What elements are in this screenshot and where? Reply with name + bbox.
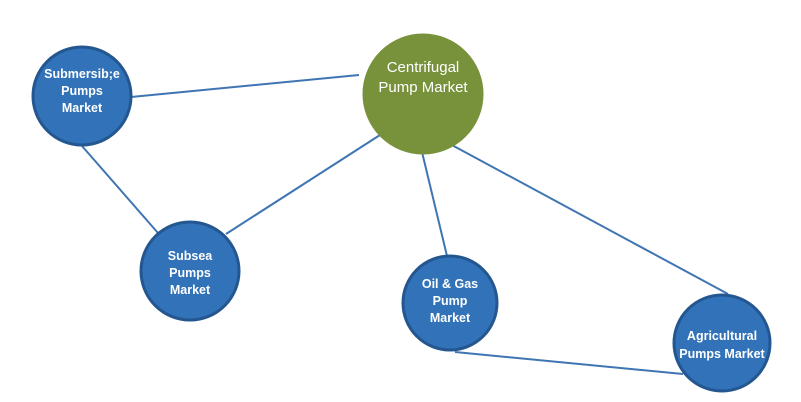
- connector-lines: [81, 74, 729, 375]
- node-label-line: Pump Market: [378, 79, 468, 96]
- node-label-line: Pumps: [61, 84, 103, 98]
- node-circle-subsea: [139, 220, 241, 322]
- node-label-line: Pump: [433, 294, 468, 308]
- node-circle-centrifugal: [362, 33, 484, 155]
- node-label-line: Oil & Gas: [422, 277, 478, 291]
- node-label-line: Market: [62, 101, 103, 115]
- edge-submersible-to-centrifugal: [130, 74, 360, 98]
- node-label-line: Agricultural: [687, 329, 757, 343]
- node-label-line: Submersib;e: [44, 67, 120, 81]
- edge-centrifugal-to-agricultural: [449, 143, 729, 295]
- node-circle-agricultural: [672, 293, 772, 393]
- node-label-line: Market: [170, 283, 211, 297]
- edge-subsea-to-centrifugal: [225, 134, 381, 235]
- node-label-line: Pumps Market: [679, 347, 765, 361]
- node-label-line: Market: [430, 311, 471, 325]
- edge-submersible-to-subsea: [81, 145, 159, 234]
- node-label-line: Centrifugal: [387, 59, 460, 76]
- edge-centrifugal-to-oilgas: [421, 151, 448, 257]
- edge-oilgas-to-agricultural: [454, 351, 684, 375]
- node-circle-oilgas: [401, 254, 499, 352]
- node-label-line: Subsea: [168, 249, 214, 263]
- node-circle-submersible: [31, 45, 133, 147]
- node-label-line: Pumps: [169, 266, 211, 280]
